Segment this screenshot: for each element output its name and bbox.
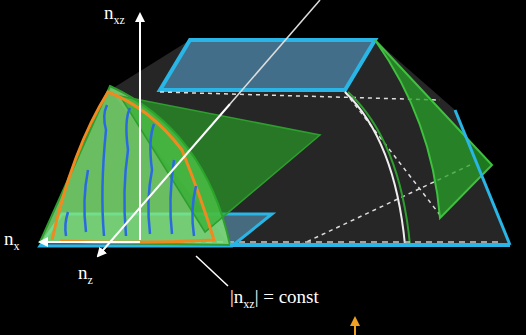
axis-label: |nxz| = const: [230, 286, 319, 311]
label-text: | = const: [255, 286, 319, 307]
subscript: x: [14, 239, 20, 253]
axis-label: nz: [78, 262, 93, 287]
subscript: xz: [114, 13, 125, 27]
label-text: |n: [230, 286, 243, 307]
label-text: n: [78, 262, 88, 283]
subscript: z: [88, 273, 93, 287]
axis-label: nx: [4, 228, 20, 253]
axis-label: nxz: [104, 2, 125, 27]
subscript: xz: [243, 297, 254, 311]
label-text: n: [4, 228, 14, 249]
label-text: n: [104, 2, 114, 23]
